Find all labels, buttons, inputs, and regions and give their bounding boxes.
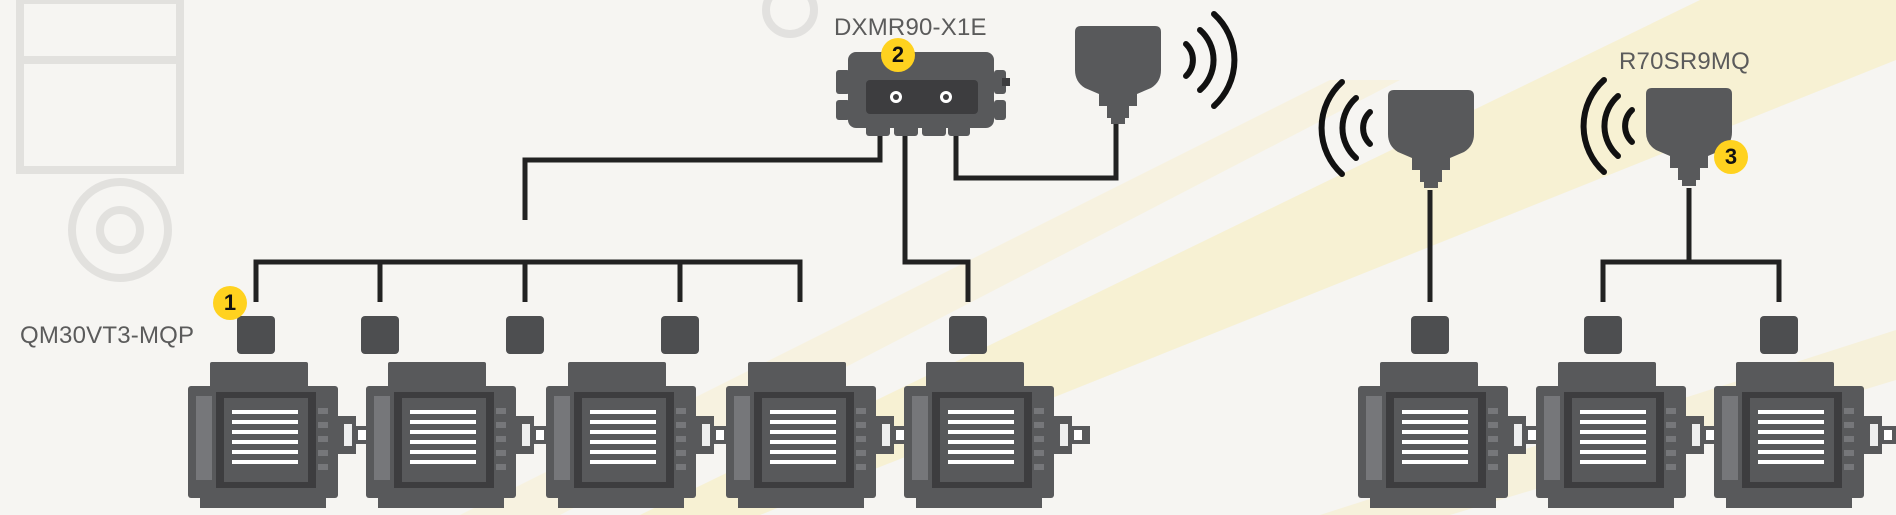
motor-icon bbox=[1536, 362, 1722, 508]
controller-icon bbox=[836, 52, 1010, 136]
sensor-icon bbox=[361, 316, 399, 354]
sensor-icon bbox=[1411, 316, 1449, 354]
wireless-signal-icon bbox=[1584, 80, 1632, 172]
wireless-signal-icon bbox=[1322, 82, 1370, 174]
controller-badge: 2 bbox=[881, 38, 915, 72]
cables bbox=[253, 124, 1782, 302]
sensor-icon bbox=[237, 316, 275, 354]
motor-icon bbox=[904, 362, 1090, 508]
sensor-icon bbox=[506, 316, 544, 354]
radio-icon bbox=[1646, 88, 1732, 186]
motor-icon bbox=[726, 362, 912, 508]
sensor-icon bbox=[1584, 316, 1622, 354]
radio-icon bbox=[1075, 26, 1161, 124]
sensor-icon bbox=[1760, 316, 1798, 354]
radio-icon bbox=[1388, 90, 1474, 188]
controller-model-label: DXMR90-X1E bbox=[834, 14, 987, 41]
sensor-badge: 1 bbox=[213, 286, 247, 320]
sensor-model-label: QM30VT3-MQP bbox=[20, 322, 195, 349]
radio-badge: 3 bbox=[1714, 140, 1748, 174]
sensor-icon bbox=[661, 316, 699, 354]
motor-icon bbox=[546, 362, 732, 508]
motor-icon bbox=[188, 362, 374, 508]
wireless-signal-icon bbox=[1186, 14, 1234, 106]
motor-icon bbox=[366, 362, 552, 508]
motor-icon bbox=[1358, 362, 1544, 508]
radio-model-label: R70SR9MQ bbox=[1619, 48, 1750, 75]
motor-icon bbox=[1714, 362, 1896, 508]
sensor-icon bbox=[949, 316, 987, 354]
